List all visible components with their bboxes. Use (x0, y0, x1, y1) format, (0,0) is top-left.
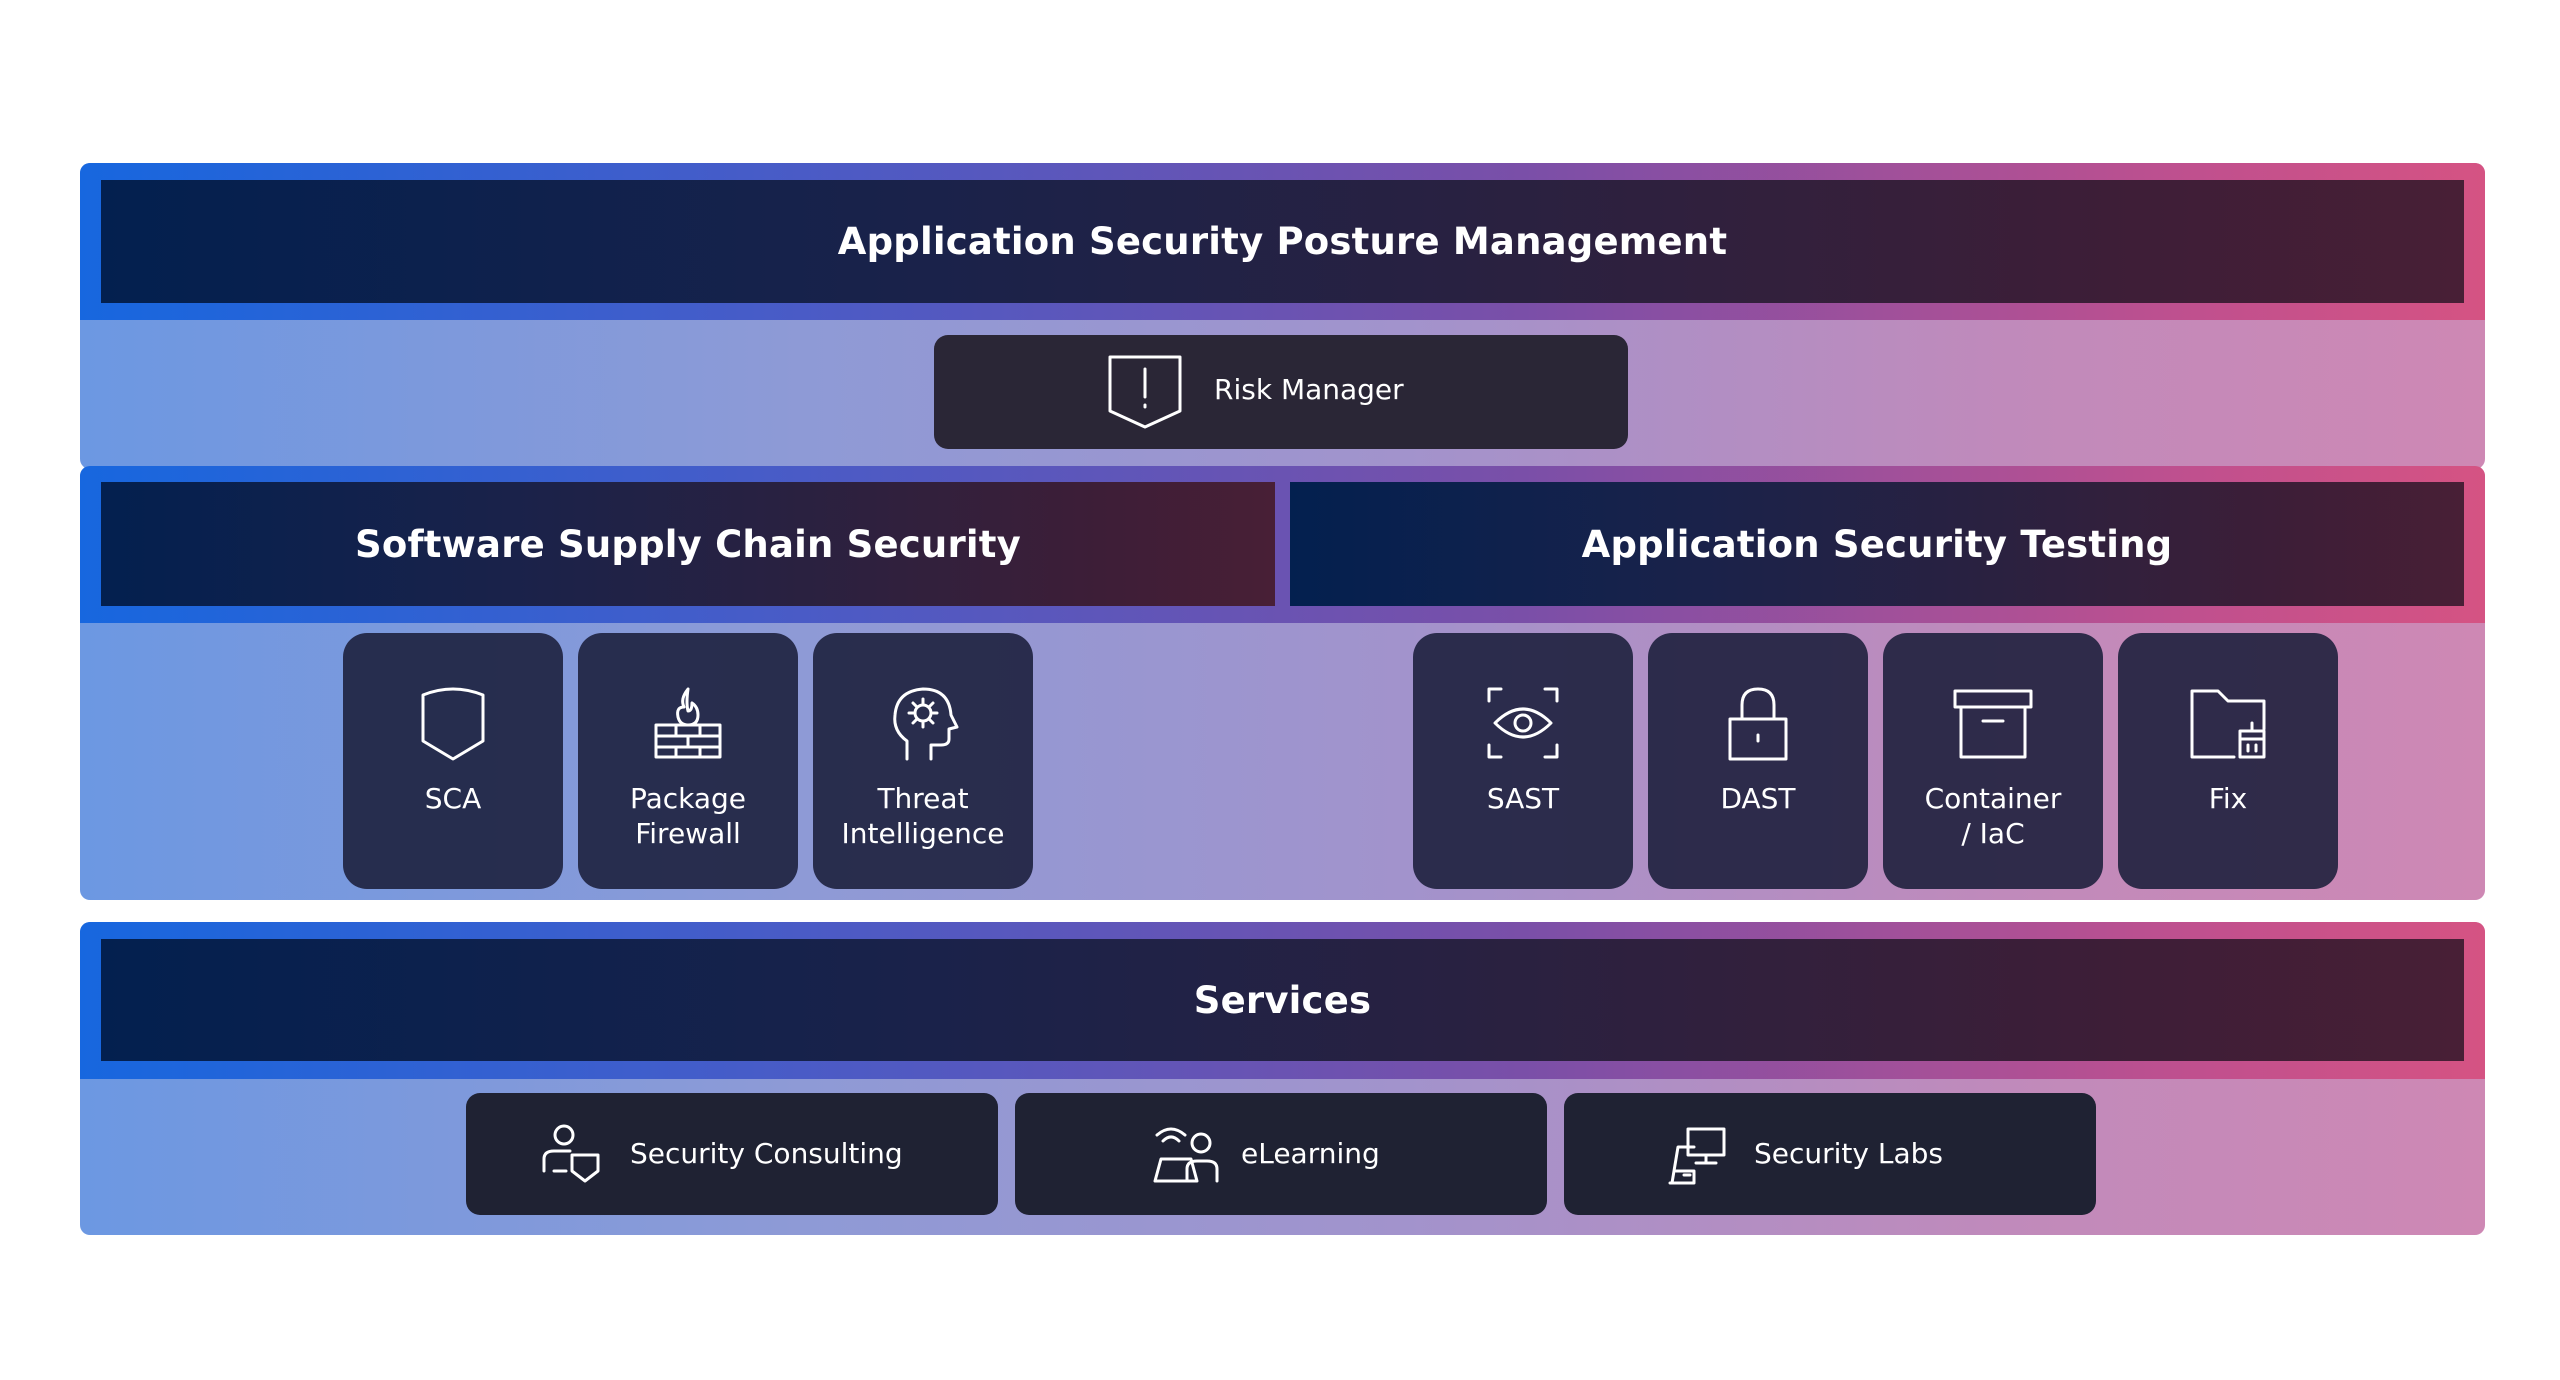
package-firewall-label: Package Firewall (629, 782, 747, 850)
sast-label: SAST (1486, 782, 1560, 815)
elearning-label: eLearning (1241, 1137, 1380, 1170)
eye-scan-icon (1481, 681, 1565, 765)
risk-manager-button[interactable]: Risk Manager (934, 335, 1628, 449)
security-labs-label: Security Labs (1754, 1137, 1943, 1170)
elearning-button[interactable]: eLearning (1015, 1093, 1547, 1215)
security-labs-button[interactable]: Security Labs (1564, 1093, 2096, 1215)
fix-label: Fix (2208, 782, 2248, 815)
person-laptop-icon (1153, 1123, 1221, 1185)
dast-label: DAST (1720, 782, 1796, 815)
risk-manager-label: Risk Manager (1214, 373, 1404, 406)
aspm-title-bar: Application Security Posture Management (101, 180, 2464, 303)
shield-icon (411, 681, 495, 765)
services-title-bar: Services (101, 939, 2464, 1061)
sast-tile[interactable]: SAST (1413, 633, 1633, 889)
archive-box-icon (1951, 681, 2035, 765)
container-iac-tile[interactable]: Container / IaC (1883, 633, 2103, 889)
dast-tile[interactable]: DAST (1648, 633, 1868, 889)
package-firewall-tile[interactable]: Package Firewall (578, 633, 798, 889)
head-gear-icon (881, 681, 965, 765)
aspm-title: Application Security Posture Management (837, 220, 1728, 263)
supply-chain-title: Software Supply Chain Security (355, 522, 1021, 566)
person-shield-icon (540, 1123, 602, 1185)
sca-tile[interactable]: SCA (343, 633, 563, 889)
firewall-icon (646, 681, 730, 765)
lock-icon (1716, 681, 1800, 765)
lab-computer-icon (1668, 1127, 1726, 1185)
shield-alert-icon (1104, 351, 1186, 433)
folder-fix-icon (2186, 681, 2270, 765)
app-testing-title-bar: Application Security Testing (1290, 482, 2464, 606)
container-iac-label: Container / IaC (1924, 782, 2062, 850)
threat-intelligence-tile[interactable]: Threat Intelligence (813, 633, 1033, 889)
supply-chain-title-bar: Software Supply Chain Security (101, 482, 1275, 606)
threat-intelligence-label: Threat Intelligence (841, 782, 1005, 850)
app-testing-title: Application Security Testing (1581, 522, 2173, 566)
security-consulting-button[interactable]: Security Consulting (466, 1093, 998, 1215)
services-title: Services (1193, 978, 1372, 1022)
fix-tile[interactable]: Fix (2118, 633, 2338, 889)
sca-label: SCA (424, 782, 482, 815)
security-consulting-label: Security Consulting (630, 1137, 903, 1170)
